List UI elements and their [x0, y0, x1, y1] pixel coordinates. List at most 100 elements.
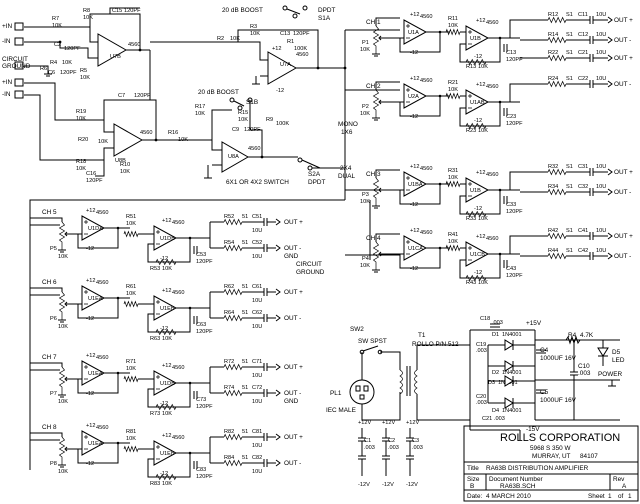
r-out-2-label: R64	[224, 310, 234, 316]
r-out-1-value: S1	[566, 228, 573, 234]
r-out-2-value: S1	[566, 184, 573, 190]
opamp-a-type: 4560	[420, 14, 432, 20]
opamp-a-type: 4560	[420, 166, 432, 172]
gnd-label: GND	[284, 253, 299, 260]
bypass-vplus: +12V	[382, 420, 395, 426]
right-channel-3: CH 3P310KU1BA4560+12-12R3110KU1B4560+12-…	[360, 164, 633, 222]
d3-label: D3	[488, 380, 495, 386]
c-fb-label: C63	[196, 322, 206, 328]
boost-section: 20 dB BOOST DPDT S1A R2 10K R3 10K C13 1…	[29, 5, 400, 470]
r-out-2-value: 51	[242, 385, 248, 391]
r-out-1-value: 51	[242, 359, 248, 365]
docnum-value: RA63B.SCH	[500, 483, 536, 490]
u7b-label: U7B	[110, 54, 121, 60]
r-in-label: R71	[126, 359, 136, 365]
r-in-value: 10K	[126, 366, 136, 372]
of-value: 1	[628, 493, 632, 500]
r-out-1-value: S1	[566, 76, 573, 82]
opamp-a-vplus: +12	[410, 164, 420, 170]
c7-value: 120PF	[134, 93, 151, 99]
r4p-value: 4.7K	[580, 332, 594, 339]
c-fb-label: C33	[506, 202, 516, 208]
opamp-a-vminus: -12	[410, 114, 418, 120]
dpdt-b-label: DPDT	[308, 179, 325, 186]
pot-value: 10K	[360, 47, 370, 53]
c20-value: .003	[476, 400, 487, 406]
c-fb-value: 120PF	[506, 121, 523, 127]
opamp-b-label: U1DB	[160, 381, 175, 387]
bypass-vminus: -12V	[358, 482, 370, 488]
plus15-label: +15V	[526, 320, 542, 327]
r-in-value: 10K	[126, 291, 136, 297]
left-channel-7: CH 7P710KU1EA4560+12-12R7110KU1DB4560+12…	[30, 353, 303, 417]
switch-label: 6X1 OR 4X2 SWITCH	[226, 179, 289, 186]
channel-label: CH 3	[366, 171, 381, 178]
output-1-label: OUT +	[284, 434, 303, 441]
c10-value: .003	[578, 370, 591, 377]
opamp-a-vminus: -12	[410, 202, 418, 208]
r-fb-label: R53	[150, 266, 160, 272]
r8-label: R8	[83, 8, 90, 14]
r-out-2-label: R14	[548, 32, 558, 38]
c18-label: C18	[480, 316, 490, 322]
opamp-a-vplus: +12	[410, 228, 420, 234]
r4-value: 10K	[62, 60, 72, 66]
r5-value: 10K	[80, 75, 90, 81]
sw-spst-label: SW SPST	[358, 338, 387, 345]
r17-value: 10K	[195, 111, 205, 117]
d2-label: D2	[492, 370, 499, 376]
c-fb-label: C23	[506, 114, 516, 120]
boost-b-label: 20 dB BOOST	[198, 89, 239, 96]
c-fb-value: 120PF	[196, 329, 213, 335]
r6-label: R6	[40, 66, 47, 72]
input-minus-2: -IN	[2, 91, 11, 98]
c-out-1-value: 10U	[596, 76, 606, 82]
s1b-label: S1B	[246, 99, 258, 106]
pot-value: 10K	[360, 111, 370, 117]
r-fb-value: 10K	[478, 280, 488, 286]
input-plus-2: +IN	[2, 79, 13, 86]
c18-value: .003	[492, 320, 503, 326]
opamp-a-vplus: +12	[86, 208, 96, 214]
c-out-2-label: C12	[578, 32, 588, 38]
r-fb-label: R33	[466, 216, 476, 222]
r-in-value: 10K	[448, 175, 458, 181]
bypass-capacitor-group: +12VC1.003-12V+12VC2.003-12V+12VC3.003-1…	[358, 420, 423, 488]
r-in-label: R11	[448, 16, 458, 22]
opamp-a-label: U1CA	[408, 246, 423, 252]
r2-value: 10K	[230, 36, 240, 42]
opamp-b-type: 4560	[486, 20, 498, 26]
r-fb-value: 10K	[478, 128, 488, 134]
opamp-a-type: 4560	[96, 425, 108, 431]
c-out-2-value: 10U	[252, 254, 262, 260]
c-out-2-value: 10U	[252, 469, 262, 475]
u7a-vplus: +12	[272, 46, 282, 52]
c-out-2-value: 10U	[252, 324, 262, 330]
opamp-b-label: U1EB	[160, 451, 175, 457]
c-out-2-label: C72	[252, 385, 262, 391]
channel-label: CH 5	[42, 209, 57, 216]
opamp-a-label: U1EA	[88, 441, 103, 447]
c-fb-label: C43	[506, 266, 516, 272]
bypass-cap-label: C2	[388, 438, 395, 444]
pot-label: P3	[362, 192, 369, 198]
r7-label: R7	[52, 16, 59, 22]
circuit-label: CIRCUIT	[2, 56, 28, 63]
r-fb-value: 10K	[162, 411, 172, 417]
c2-value: 120PF	[64, 46, 81, 52]
r-fb-value: 10K	[162, 481, 172, 487]
c-fb-label: C53	[196, 252, 206, 258]
pot-value: 10K	[360, 199, 370, 205]
opamp-b-type: 4560	[486, 172, 498, 178]
address-line-1: 5968 S 350 W	[530, 445, 571, 452]
bypass-vminus: -12V	[406, 482, 418, 488]
u8a-opamp	[221, 141, 250, 173]
r19-label: R19	[76, 109, 86, 115]
left-channel-group: CH 5P510KU1DA4560+12-12R5110KU1DB4560+12…	[30, 208, 325, 487]
u8b-type: 4560	[140, 130, 152, 136]
opamp-b-vplus: +12	[162, 433, 172, 439]
c-out-1-value: 10U	[596, 164, 606, 170]
opamp-a-type: 4560	[96, 280, 108, 286]
opamp-a-vminus: -12	[86, 316, 94, 322]
